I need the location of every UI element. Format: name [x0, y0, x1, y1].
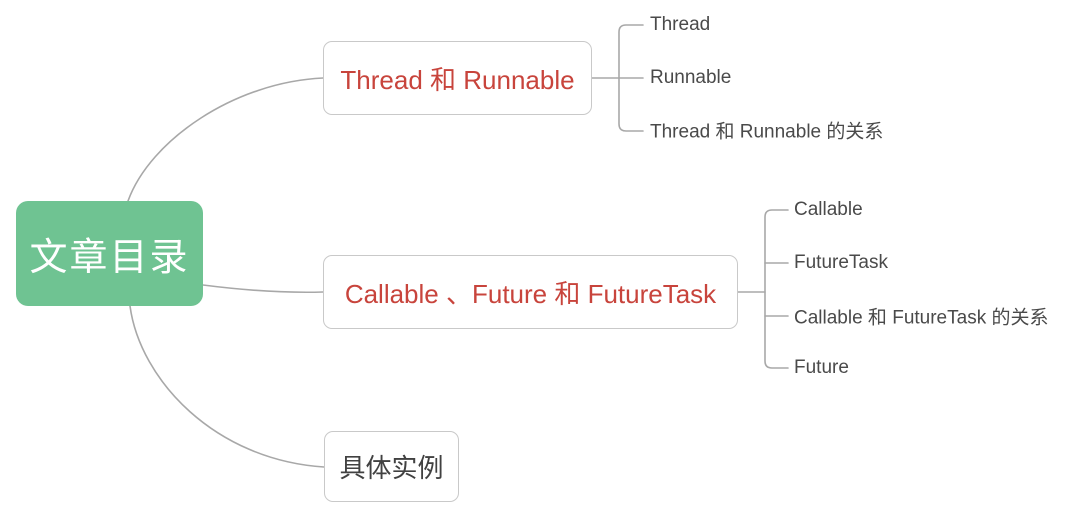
leaf-node[interactable]: Thread 和 Runnable 的关系 [650, 121, 884, 143]
branch-node-callable-future-futuretask[interactable]: Callable 、Future 和 FutureTask [323, 255, 738, 329]
root-node-label: 文章目录 [29, 237, 190, 279]
connector-root-to-branch-2 [202, 284, 324, 294]
leaf-node[interactable]: Future [794, 357, 849, 378]
connector-root-to-branch-1 [127, 77, 324, 202]
branch-node-label: Callable 、Future 和 FutureTask [344, 278, 717, 309]
root-node[interactable]: 文章目录 [16, 201, 203, 306]
branch-node-thread-runnable[interactable]: Thread 和 Runnable [323, 41, 592, 115]
leaf-node[interactable]: FutureTask [794, 252, 888, 273]
connector-branch-2-bracket [764, 209, 789, 369]
leaf-node[interactable]: Callable [794, 199, 863, 220]
branch-node-label: 具体实例 [339, 453, 444, 483]
branch-node-concrete-examples[interactable]: 具体实例 [324, 431, 459, 502]
connector-branch-1-bracket [618, 24, 644, 132]
branch-node-label: Thread 和 Runnable [340, 64, 575, 95]
leaf-node[interactable]: Runnable [650, 67, 732, 88]
leaf-node[interactable]: Thread [650, 14, 711, 35]
leaf-node[interactable]: Callable 和 FutureTask 的关系 [794, 307, 1049, 329]
connector-root-to-branch-3 [129, 305, 325, 468]
